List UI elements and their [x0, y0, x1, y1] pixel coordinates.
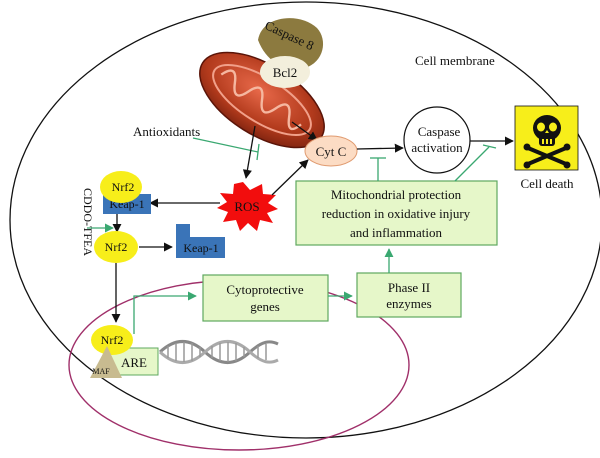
mito-protection-label-2: reduction in oxidative injury	[322, 206, 471, 221]
cell-membrane	[9, 1, 600, 439]
nrf2-mid-node	[94, 231, 138, 263]
nrf2-bottom-node	[91, 325, 133, 355]
protection-inhibit-death-bar	[482, 144, 497, 149]
are-to-cytoprotective-arrow	[133, 291, 197, 334]
caspase8-shape	[258, 18, 324, 70]
cytoprotective-genes-label-1: Cytoprotective	[226, 282, 303, 297]
antioxidants-inhibit-bar	[256, 143, 260, 161]
cytoprotective-genes-box	[202, 274, 329, 322]
caspase-activation-label-2: activation	[411, 140, 463, 155]
ros-starburst-icon	[217, 182, 278, 231]
phase2-enzymes-label-2: enzymes	[386, 296, 431, 311]
cell-membrane-label: Cell membrane	[415, 53, 495, 68]
phase2-enzymes-label-1: Phase II	[388, 280, 430, 295]
nrf2-bottom-label: Nrf2	[101, 333, 124, 347]
antioxidants-inhibit-line	[192, 137, 259, 153]
skull-crossbones-icon	[523, 115, 571, 169]
caspase-activation-node	[403, 106, 471, 174]
mito-protection-label-3: and inflammation	[350, 225, 443, 240]
protection-inhibit-death-line	[454, 146, 490, 182]
nrf2-top-node	[100, 171, 142, 203]
bcl2-label: Bcl2	[273, 65, 298, 80]
bcl2-shape	[260, 56, 310, 88]
cytc-label: Cyt C	[316, 144, 347, 159]
mito-to-ros-arrow	[242, 125, 256, 179]
cytc-node	[304, 135, 358, 167]
keap1-mid-shape	[176, 224, 225, 258]
caspase-activation-label-1: Caspase	[418, 124, 461, 139]
mito-protection-label-1: Mitochondrial protection	[331, 187, 462, 202]
antioxidants-label: Antioxidants	[133, 124, 200, 139]
mito-protection-box	[295, 180, 498, 246]
are-label: ARE	[121, 355, 147, 370]
cell-death-label: Cell death	[520, 176, 574, 191]
ros-label: ROS	[234, 199, 259, 214]
dna-helix-icon	[158, 340, 279, 364]
cddo-tfea-label: CDDO-TFEA	[81, 188, 95, 256]
phase2-enzymes-box	[356, 272, 462, 318]
cytc-to-caspase-arrow	[356, 143, 404, 153]
ros-to-cytc-arrow	[271, 159, 309, 196]
maf-triangle	[90, 346, 122, 378]
nrf2-mid-label: Nrf2	[105, 240, 128, 254]
mito-to-cytc-arrow	[291, 121, 318, 141]
maf-label: MAF	[92, 367, 110, 376]
keap1-mid-label: Keap-1	[183, 241, 218, 255]
nrf2-top-label: Nrf2	[112, 180, 135, 194]
cytoprotective-genes-label-2: genes	[250, 299, 280, 314]
